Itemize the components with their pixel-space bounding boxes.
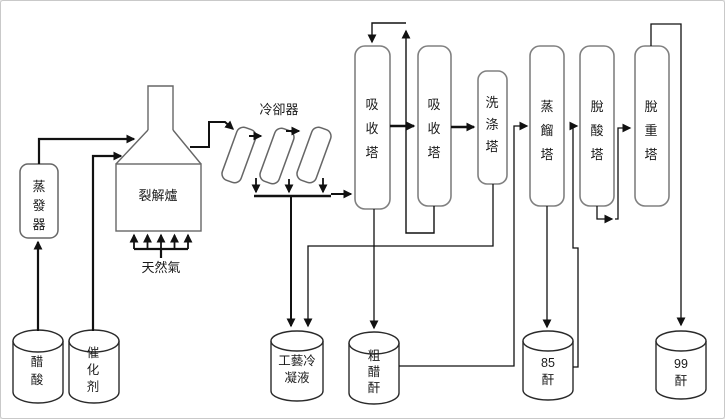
distillation-tower-label: 蒸餾塔 (540, 99, 554, 162)
furnace-label: 裂解爐 (138, 188, 178, 203)
process-condensate-label: 工藝冷凝液 (278, 354, 316, 385)
natural-gas-label: 天然氣 (141, 260, 181, 275)
flow-deacid-bottom (596, 206, 614, 224)
flow-85-to-deacid (569, 121, 579, 368)
cooler-3 (296, 126, 332, 184)
anhydride-99-tank (655, 330, 707, 400)
furnace-body (115, 163, 202, 232)
crude-anhydride-tank (348, 331, 400, 405)
deheavies-tower-label: 脫重塔 (644, 99, 658, 162)
cooler-1 (221, 126, 257, 184)
process-condensate-tank (270, 330, 324, 402)
flow-absorber2-recycle-up (401, 29, 435, 234)
flow-recycle-into-absorber1 (367, 22, 406, 44)
furnace-flare (115, 129, 202, 165)
deheavies-tower (634, 45, 670, 207)
evaporator-label: 蒸發器 (32, 179, 46, 232)
absorber-2-label: 吸收塔 (427, 97, 441, 160)
anhydride-85-tank (522, 330, 574, 401)
flow-crude-to-distillation (399, 121, 529, 367)
flow-into-deheavies (615, 123, 632, 220)
catalyst-label: 催化剂 (86, 346, 100, 394)
catalyst-tank (68, 329, 120, 404)
flow-washer-to-condensate (303, 184, 494, 328)
crude-anhydride-label: 粗醋酐 (367, 349, 381, 395)
anhydride-99-label: 99酐 (674, 357, 688, 388)
absorber-1-label: 吸收塔 (365, 97, 379, 160)
washing-tower-label: 洗涤塔 (485, 95, 499, 154)
absorber-1-tower (354, 45, 391, 210)
flow-evaporator-to-furnace (37, 134, 136, 164)
anhydride-85-label: 85酐 (541, 356, 555, 387)
flow-catalyst-to-furnace (91, 151, 123, 331)
cooler-2 (259, 127, 295, 185)
flow-furnace-to-cooler (190, 120, 235, 148)
deacidification-tower-label: 脫酸塔 (590, 99, 604, 162)
flow-deheavies-to-99 (650, 23, 686, 327)
cooler-label: 冷卻器 (259, 102, 299, 117)
acetic-acid-label: 醋酸 (30, 355, 44, 387)
furnace-chimney (147, 85, 174, 130)
